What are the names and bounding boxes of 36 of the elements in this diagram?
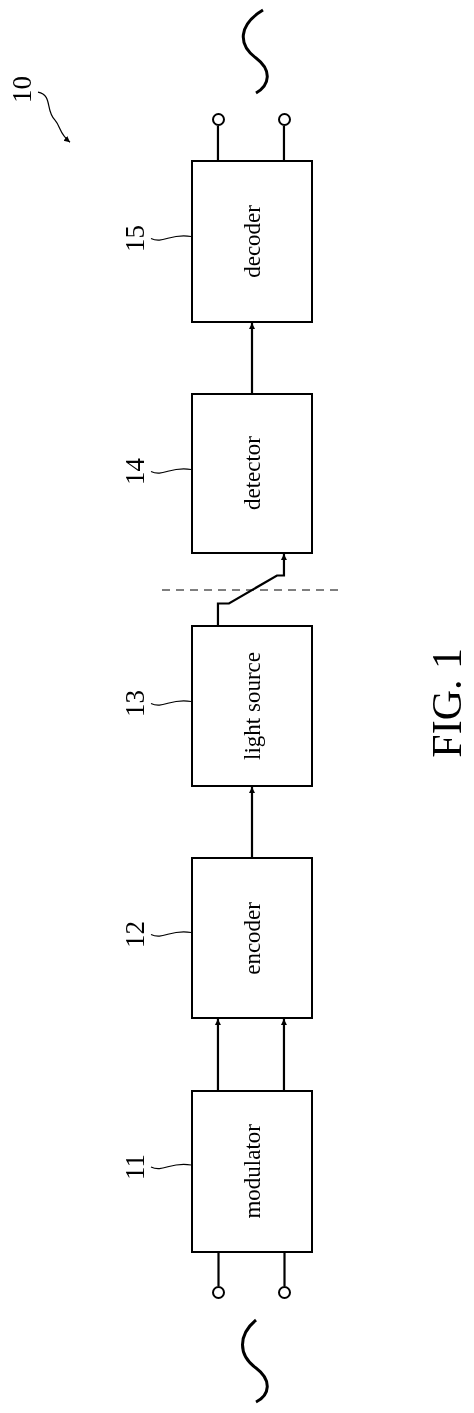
leader-line — [150, 1163, 192, 1170]
block-label: decoder — [240, 205, 264, 278]
arrow — [249, 323, 255, 393]
leader-line — [150, 468, 192, 474]
connector-line — [216, 126, 220, 160]
callout-number: 14 — [122, 458, 149, 485]
process-box — [191, 857, 313, 1019]
process-box — [191, 393, 313, 554]
block-label: detector — [240, 436, 264, 511]
connector-line — [282, 126, 286, 160]
leader-line — [37, 91, 71, 143]
signal-arrow — [216, 554, 287, 625]
figure-caption: FIG. 1 — [426, 648, 468, 758]
callout-number: 13 — [122, 690, 149, 717]
terminal-circle — [278, 1286, 291, 1299]
arrow — [249, 787, 255, 857]
callout-number: 11 — [122, 1154, 149, 1180]
callout-number: 12 — [122, 921, 149, 948]
process-box — [191, 160, 313, 323]
terminal-circle — [278, 113, 291, 126]
leader-line — [150, 700, 192, 706]
leader-line — [150, 931, 192, 937]
arrow — [214, 1019, 221, 1090]
block-label: modulator — [240, 1124, 264, 1219]
callout-number: 15 — [122, 225, 149, 252]
callout-number: 10 — [9, 76, 36, 103]
terminal-circle — [212, 1286, 225, 1299]
terminal-circle — [212, 113, 225, 126]
connector-line — [217, 1253, 220, 1286]
process-box — [191, 625, 313, 787]
connector-line — [283, 1253, 286, 1286]
arrow — [280, 1019, 287, 1090]
leader-line — [150, 235, 192, 241]
block-label: encoder — [240, 901, 264, 975]
block-label: light source — [240, 652, 264, 760]
process-box — [191, 1090, 313, 1253]
